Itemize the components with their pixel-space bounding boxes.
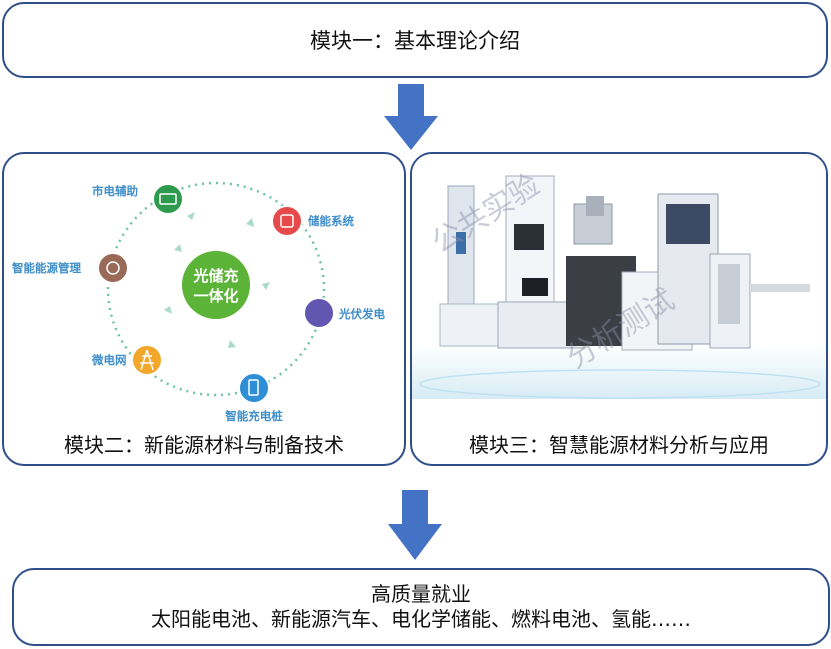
- instrument-white-cabinet: [621, 193, 719, 351]
- lab-instruments-photo: 公共实验 分析测试: [412, 154, 826, 404]
- center-line2: 一体化: [193, 287, 238, 305]
- node-label-microgrid: 微电网: [91, 353, 127, 367]
- energy-diagram: 光储充 一体化 市电辅助 储能系统 光伏发电 智能充电桩 微电网 智能能源管理: [12, 181, 385, 423]
- flow-arrows: [164, 212, 270, 348]
- outcome-detail: 太阳能电池、新能源汽车、电化学储能、燃料电池、氢能……: [151, 607, 691, 631]
- center-circle: [182, 251, 250, 319]
- instrument-right-system: [709, 253, 810, 349]
- node-label-storage: 储能系统: [308, 214, 354, 228]
- energy-storage-icon: [271, 205, 303, 237]
- node-label-solar: 光伏发电: [338, 307, 385, 321]
- charging-pile-icon: [238, 372, 270, 404]
- power-tower-icon: [131, 344, 163, 376]
- node-label-charging: 智能充电桩: [225, 409, 283, 423]
- energy-management-icon: [97, 252, 129, 284]
- battery-charger-icon: [152, 183, 184, 215]
- node-label-grid-assist: 市电辅助: [92, 184, 138, 198]
- down-arrow-icon: [384, 84, 438, 150]
- module-two-label: 模块二：新能源材料与制备技术: [64, 433, 344, 457]
- module-one-box: 模块一：基本理论介绍: [2, 2, 828, 78]
- center-line1: 光储充: [192, 267, 238, 285]
- node-label-management: 智能能源管理: [12, 261, 81, 275]
- module-three-label: 模块三：智慧能源材料分析与应用: [469, 433, 769, 457]
- module-one-label: 模块一：基本理论介绍: [310, 29, 520, 53]
- module-three-box: 公共实验 分析测试 模块三：智慧能源材料分析与应用: [410, 152, 828, 466]
- down-arrow-icon: [388, 490, 442, 560]
- module-two-box: 光储充 一体化 市电辅助 储能系统 光伏发电 智能充电桩 微电网 智能能源管理 …: [2, 152, 406, 466]
- orbit-ring: [106, 181, 326, 397]
- solar-panel-icon: [303, 297, 335, 329]
- outcome-title: 高质量就业: [371, 582, 471, 606]
- outcome-box: 高质量就业 太阳能电池、新能源汽车、电化学储能、燃料电池、氢能……: [12, 568, 830, 646]
- instrument-electron-microscope: [497, 175, 585, 349]
